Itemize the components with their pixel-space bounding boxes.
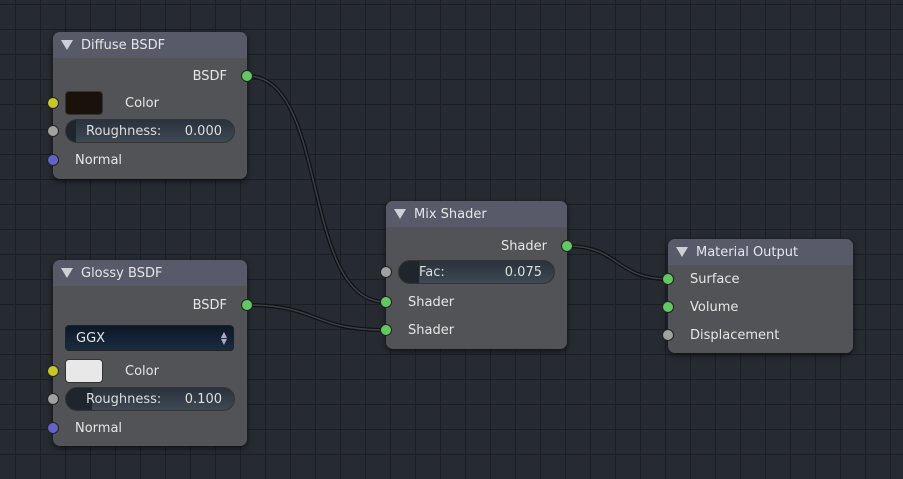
- surface-label: Surface: [690, 271, 740, 287]
- node-title: Mix Shader: [414, 206, 487, 222]
- slider-label: Roughness:: [86, 391, 162, 407]
- output-label: BSDF: [192, 297, 227, 313]
- material-output-node[interactable]: Material Output Surface Volume Displacem…: [662, 239, 853, 353]
- displacement-input-socket[interactable]: [662, 329, 674, 341]
- link-diffuse-to-mix: [245, 74, 388, 304]
- node-header[interactable]: Mix Shader: [386, 201, 567, 227]
- shader-input-socket-2[interactable]: [380, 324, 392, 336]
- node-title: Diffuse BSDF: [81, 37, 166, 53]
- displacement-label: Displacement: [690, 327, 780, 343]
- diffuse-bsdf-node[interactable]: Diffuse BSDF BSDF Color Roughness:0.000 …: [47, 32, 253, 179]
- slider-value: 0.000: [184, 123, 222, 139]
- shader-input-label: Shader: [408, 294, 455, 310]
- shader-input-socket-1[interactable]: [380, 296, 392, 308]
- node-title: Glossy BSDF: [81, 265, 163, 281]
- node-header[interactable]: Material Output: [668, 239, 853, 265]
- color-label: Color: [125, 363, 159, 379]
- output-label: BSDF: [192, 68, 227, 84]
- color-input-socket[interactable]: [47, 97, 59, 109]
- normal-label: Normal: [75, 152, 123, 168]
- glossy-bsdf-node[interactable]: Glossy BSDF BSDF GGX ▲▼ Color Roughness: 0…: [47, 260, 253, 446]
- collapse-triangle-icon[interactable]: [676, 247, 688, 257]
- roughness-input-socket[interactable]: [47, 125, 59, 137]
- dropdown-value: GGX: [76, 330, 106, 346]
- roughness-slider[interactable]: Roughness: 0.100: [65, 387, 235, 411]
- fac-slider[interactable]: Fac: 0.075: [398, 260, 555, 284]
- slider-label: Roughness:: [86, 123, 162, 139]
- volume-input-socket[interactable]: [662, 301, 674, 313]
- slider-value: 0.075: [504, 264, 542, 280]
- fac-input-socket[interactable]: [380, 266, 392, 278]
- updown-arrows-icon: ▲▼: [220, 330, 227, 346]
- bsdf-output-socket[interactable]: [241, 299, 253, 311]
- normal-label: Normal: [75, 420, 123, 436]
- bsdf-output-socket[interactable]: [241, 70, 253, 82]
- roughness-slider[interactable]: Roughness: 0.000: [65, 119, 235, 143]
- normal-input-socket[interactable]: [47, 422, 59, 434]
- slider-value: 0.100: [184, 391, 222, 407]
- output-label: Shader: [500, 238, 547, 254]
- color-label: Color: [125, 95, 159, 111]
- shader-output-socket[interactable]: [561, 240, 573, 252]
- roughness-input-socket[interactable]: [47, 393, 59, 405]
- node-header[interactable]: Diffuse BSDF: [53, 32, 247, 58]
- collapse-triangle-icon[interactable]: [61, 268, 73, 278]
- color-swatch[interactable]: [65, 359, 103, 383]
- normal-input-socket[interactable]: [47, 154, 59, 166]
- volume-label: Volume: [690, 299, 739, 315]
- mix-shader-node[interactable]: Mix Shader Shader Fac: 0.075 Shader Shade…: [380, 201, 573, 349]
- node-title: Material Output: [696, 244, 799, 260]
- shader-input-label: Shader: [408, 322, 455, 338]
- distribution-dropdown[interactable]: GGX ▲▼: [65, 325, 234, 351]
- surface-input-socket[interactable]: [662, 273, 674, 285]
- slider-label: Fac:: [419, 264, 445, 280]
- color-swatch[interactable]: [65, 91, 103, 115]
- node-header[interactable]: Glossy BSDF: [53, 260, 247, 286]
- collapse-triangle-icon[interactable]: [61, 40, 73, 50]
- collapse-triangle-icon[interactable]: [394, 209, 406, 219]
- color-input-socket[interactable]: [47, 365, 59, 377]
